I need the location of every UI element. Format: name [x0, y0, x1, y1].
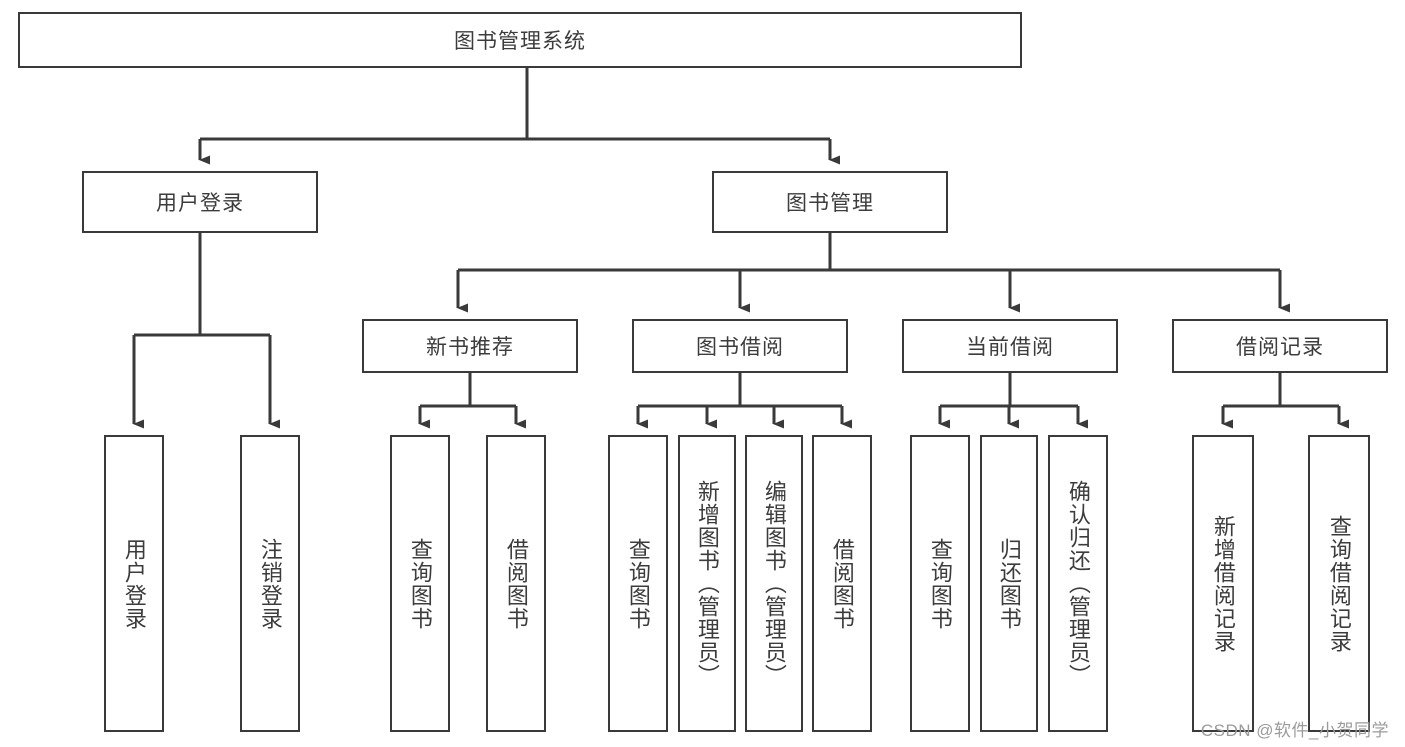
node-leaf-5[interactable]: 新增图书（管理员）: [678, 435, 736, 732]
node-leaf-2[interactable]: 查询图书: [390, 435, 450, 732]
node-leaf-3[interactable]: 借阅图书: [486, 435, 546, 732]
node-root[interactable]: 图书管理系统: [18, 12, 1022, 68]
node-leaf-12[interactable]: 查询借阅记录: [1308, 435, 1370, 732]
node-leaf-4[interactable]: 查询图书: [608, 435, 668, 732]
node-leaf-8[interactable]: 查询图书: [910, 435, 970, 732]
node-level2-3[interactable]: 借阅记录: [1172, 319, 1388, 373]
node-leaf-6[interactable]: 编辑图书（管理员）: [745, 435, 803, 732]
node-leaf-1[interactable]: 注销登录: [240, 435, 300, 732]
node-level1-1[interactable]: 图书管理: [712, 171, 948, 233]
node-leaf-0[interactable]: 用户登录: [104, 435, 164, 732]
node-leaf-10[interactable]: 确认归还（管理员）: [1048, 435, 1108, 732]
node-level2-1[interactable]: 图书借阅: [632, 319, 848, 373]
node-level1-0[interactable]: 用户登录: [82, 171, 318, 233]
node-leaf-9[interactable]: 归还图书: [980, 435, 1038, 732]
watermark: CSDN @软件_小贺同学: [1200, 721, 1389, 740]
node-level2-2[interactable]: 当前借阅: [902, 319, 1118, 373]
node-leaf-11[interactable]: 新增借阅记录: [1192, 435, 1254, 732]
node-level2-0[interactable]: 新书推荐: [362, 319, 578, 373]
node-leaf-7[interactable]: 借阅图书: [812, 435, 872, 732]
